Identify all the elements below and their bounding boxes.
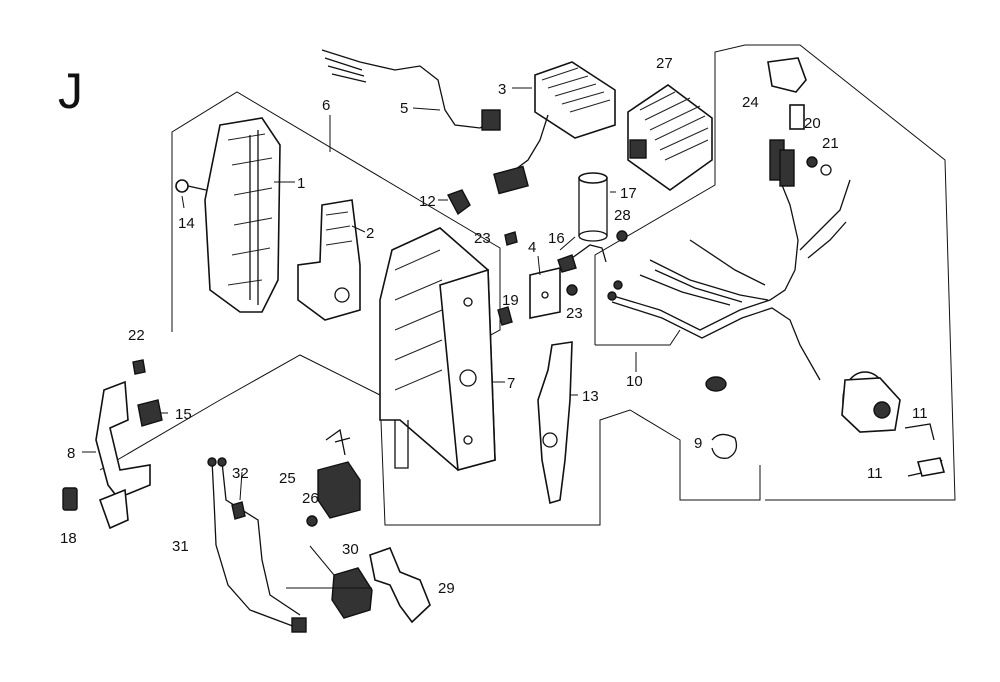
part-12-clip xyxy=(447,189,471,216)
grommet xyxy=(705,376,727,392)
callout-18: 18 xyxy=(60,530,77,547)
callout-25: 25 xyxy=(279,470,296,487)
part-27-rectifier xyxy=(627,84,713,191)
part-11-key-switch xyxy=(841,371,946,477)
part-20-nut xyxy=(806,156,818,168)
part-26-screw xyxy=(306,515,318,527)
callout-23a: 23 xyxy=(474,230,491,247)
part-9-clip xyxy=(711,433,738,459)
callout-7: 7 xyxy=(507,375,515,392)
part-17-capacitor xyxy=(578,172,608,242)
callout-2: 2 xyxy=(366,225,374,242)
part-15-relay xyxy=(137,399,163,427)
callout-4: 4 xyxy=(528,239,536,256)
part-30-socket xyxy=(331,567,373,619)
part-23-screw-b xyxy=(566,284,578,296)
part-28-nut xyxy=(616,230,628,242)
callout-16: 16 xyxy=(548,230,565,247)
callout-9: 9 xyxy=(694,435,702,452)
part-32-bolt xyxy=(231,501,246,520)
callout-15: 15 xyxy=(175,406,192,423)
callout-11b: 11 xyxy=(867,465,883,482)
callout-11a: 11 xyxy=(912,405,928,422)
part-7-control-box xyxy=(379,227,496,472)
leader-lines xyxy=(82,87,637,589)
callout-23b: 23 xyxy=(566,305,583,322)
section-letter: J xyxy=(58,63,83,119)
part-5-harness xyxy=(321,49,501,131)
part-25-terminal-block xyxy=(317,428,361,519)
group-outlines xyxy=(99,44,956,526)
part-19-screw xyxy=(497,306,513,326)
callout-6: 6 xyxy=(322,97,330,114)
part-14-screw xyxy=(175,179,207,193)
part-1-cover xyxy=(204,117,281,313)
callout-29: 29 xyxy=(438,580,455,597)
callout-3: 3 xyxy=(498,81,506,98)
part-8-bracket xyxy=(95,380,151,530)
callout-22: 22 xyxy=(128,327,145,344)
callout-1: 1 xyxy=(297,175,305,192)
callout-5: 5 xyxy=(400,100,408,117)
part-10-wire-harness xyxy=(607,139,851,381)
callout-8: 8 xyxy=(67,445,75,462)
callout-21: 21 xyxy=(822,135,839,152)
callouts: 1 2 3 4 5 6 7 8 9 10 11 11 12 13 14 15 1… xyxy=(60,55,928,597)
part-2-bracket xyxy=(297,199,361,321)
callout-19: 19 xyxy=(502,292,519,309)
callout-12: 12 xyxy=(419,193,436,210)
callout-27: 27 xyxy=(656,55,673,72)
part-16-sensor xyxy=(557,244,607,273)
callout-28: 28 xyxy=(614,207,631,224)
part-3-regulator xyxy=(493,61,616,195)
callout-13: 13 xyxy=(582,388,599,405)
callout-17: 17 xyxy=(620,185,637,202)
part-24-fuse-holder xyxy=(767,57,807,130)
part-29-bracket xyxy=(369,546,431,624)
callout-26: 26 xyxy=(302,490,319,507)
callout-32: 32 xyxy=(232,465,249,482)
part-23-screw-a xyxy=(504,231,518,246)
part-4-plate xyxy=(529,266,561,319)
callout-20: 20 xyxy=(804,115,821,132)
part-31-cables xyxy=(207,457,307,633)
callout-30: 30 xyxy=(342,541,359,558)
callout-14: 14 xyxy=(178,215,195,232)
part-18-connector xyxy=(62,487,78,511)
callout-10: 10 xyxy=(626,373,643,390)
part-22-screw xyxy=(132,359,146,375)
part-21-washer xyxy=(820,164,832,176)
part-13-bracket xyxy=(537,341,573,505)
callout-24: 24 xyxy=(742,94,759,111)
callout-31: 31 xyxy=(172,538,189,555)
